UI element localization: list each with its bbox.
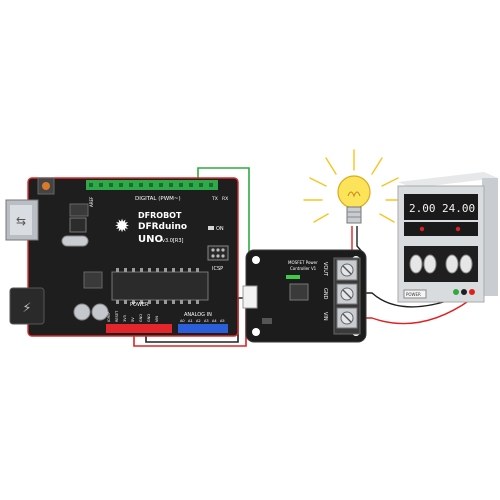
rx-label: RX <box>222 196 228 202</box>
pin-label: 5V <box>131 317 135 322</box>
pin-label: A3 <box>204 319 209 323</box>
psu-side <box>482 178 498 296</box>
psu-top <box>398 172 498 188</box>
knob-icon <box>423 254 437 274</box>
module-title-line1: MOSFET Power <box>288 260 318 265</box>
dfrobot-logo-icon: ✹ <box>114 216 129 237</box>
icsp-label: ICSP <box>212 266 223 272</box>
tx-label: TX <box>211 196 218 202</box>
pin-label: GND <box>147 314 151 322</box>
usb-chip <box>69 217 87 233</box>
gnd-wire-black <box>145 297 243 343</box>
pin-label: 3V3 <box>123 315 127 322</box>
digital-header-label: DIGITAL (PWM~) <box>135 196 181 202</box>
signal-connector <box>242 285 258 309</box>
on-led <box>208 226 214 230</box>
bulb-glass <box>337 175 371 209</box>
brand-plate-text: POWER <box>406 292 421 297</box>
voltage-regulator <box>69 203 89 217</box>
brand-line1: DFROBOT <box>138 211 182 220</box>
psu-display-panel <box>404 194 478 220</box>
arduino-board: ⇆ ⚡ DIGITAL (PWM~) AREF TX RX ✹ DFROBOT … <box>5 177 239 337</box>
knob-icon <box>459 254 473 274</box>
pin-label: A5 <box>220 319 225 323</box>
pin-label: IOREF <box>107 312 111 322</box>
crystal <box>61 235 89 247</box>
capacitor-2 <box>91 303 109 321</box>
version-label: v3.0[R3] <box>162 238 184 244</box>
model-label: UNO <box>138 234 163 245</box>
usb-icon: ⇆ <box>16 214 26 228</box>
voltage-display: 2.00 <box>409 202 436 215</box>
mount-hole <box>252 256 260 264</box>
analog-pin-labels: A0 A1 A2 A3 A4 A5 <box>180 319 225 323</box>
supply-wire-red <box>354 299 471 325</box>
terminal-post-green <box>453 289 459 295</box>
power-supply: 2.00 24.00 POWER <box>397 172 498 303</box>
status-led <box>286 275 300 279</box>
terminal-label-vout: VOUT <box>322 262 328 277</box>
regulator <box>83 271 103 289</box>
terminal-post-black <box>461 289 467 295</box>
brand-plate <box>403 289 427 299</box>
digital-header-pins <box>89 183 213 187</box>
pin-label: A4 <box>212 319 217 323</box>
knob-icon <box>445 254 459 274</box>
brand-line2: DFRduino <box>138 222 187 232</box>
psu-led <box>455 226 461 232</box>
terminal-label-gnd: GND <box>322 288 328 300</box>
atmega-chip <box>111 271 209 301</box>
pin-label: A0 <box>180 319 185 323</box>
icsp-header <box>207 245 229 261</box>
pin-label: RESET <box>115 310 119 322</box>
chip-legs <box>116 268 199 304</box>
knob-icon <box>409 254 423 274</box>
pin-label: GND <box>139 314 143 322</box>
power-label: POWER <box>130 302 149 308</box>
capacitor-1 <box>73 303 91 321</box>
dc-jack <box>9 287 45 325</box>
bulb-filament <box>347 191 361 198</box>
terminal-post-red <box>469 289 475 295</box>
analog-header <box>178 324 228 333</box>
pin-label: A1 <box>188 319 193 323</box>
bulb-base <box>346 206 362 224</box>
pin-label: A2 <box>196 319 201 323</box>
current-display: 24.00 <box>442 202 475 215</box>
mosfet-chip <box>289 283 309 301</box>
aref-label: AREF <box>89 196 94 207</box>
light-bulb <box>303 149 405 224</box>
psu-knobs <box>409 254 473 274</box>
pin-label: VIN <box>155 316 159 322</box>
mosfet-module: MOSFET Power Controller V1 VOUT GND VIN <box>242 249 367 343</box>
module-title-line2: Controller V1 <box>290 266 317 271</box>
power-jack-icon: ⚡ <box>22 301 31 316</box>
power-header <box>106 324 172 333</box>
reset-button-cap <box>42 182 50 190</box>
on-label: ON <box>216 226 224 232</box>
analog-label: ANALOG IN <box>184 312 212 318</box>
terminal-label-vin: VIN <box>322 312 328 321</box>
usb-port-inner <box>10 205 32 235</box>
power-pin-labels: IOREF RESET 3V3 5V GND GND VIN <box>107 310 159 322</box>
mount-hole <box>252 328 260 336</box>
psu-indicator-strip <box>404 222 478 236</box>
resistor <box>262 318 272 324</box>
screw-terminal-block <box>333 257 361 335</box>
psu-led <box>419 226 425 232</box>
